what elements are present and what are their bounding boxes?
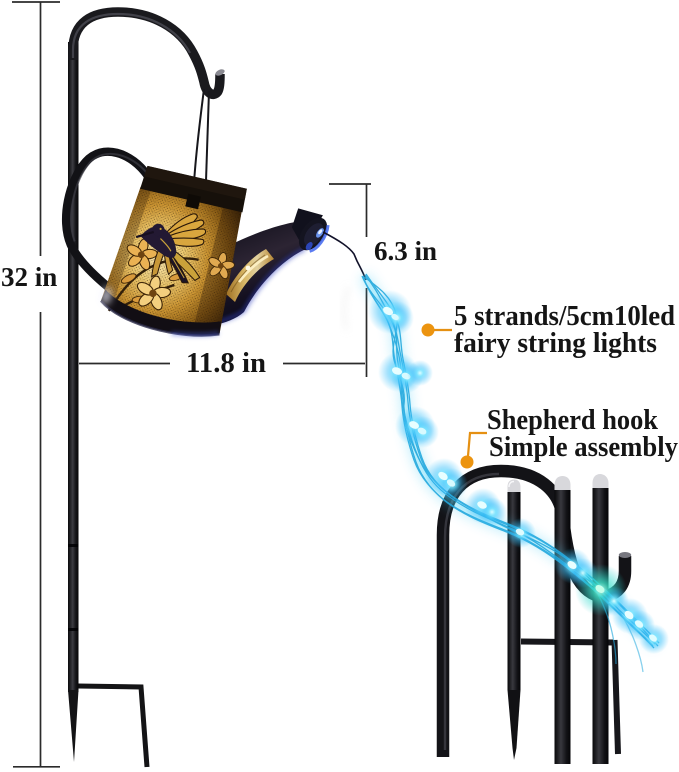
- svg-text:Simple assembly: Simple assembly: [489, 431, 678, 463]
- svg-text:32 in: 32 in: [1, 262, 57, 292]
- svg-text:11.8 in: 11.8 in: [186, 348, 266, 379]
- svg-text:6.3 in: 6.3 in: [374, 236, 437, 266]
- svg-text:5 strands/5cm10led: 5 strands/5cm10led: [454, 300, 675, 332]
- svg-text:Shepherd hook: Shepherd hook: [487, 404, 659, 436]
- svg-text:fairy string lights: fairy string lights: [454, 327, 657, 359]
